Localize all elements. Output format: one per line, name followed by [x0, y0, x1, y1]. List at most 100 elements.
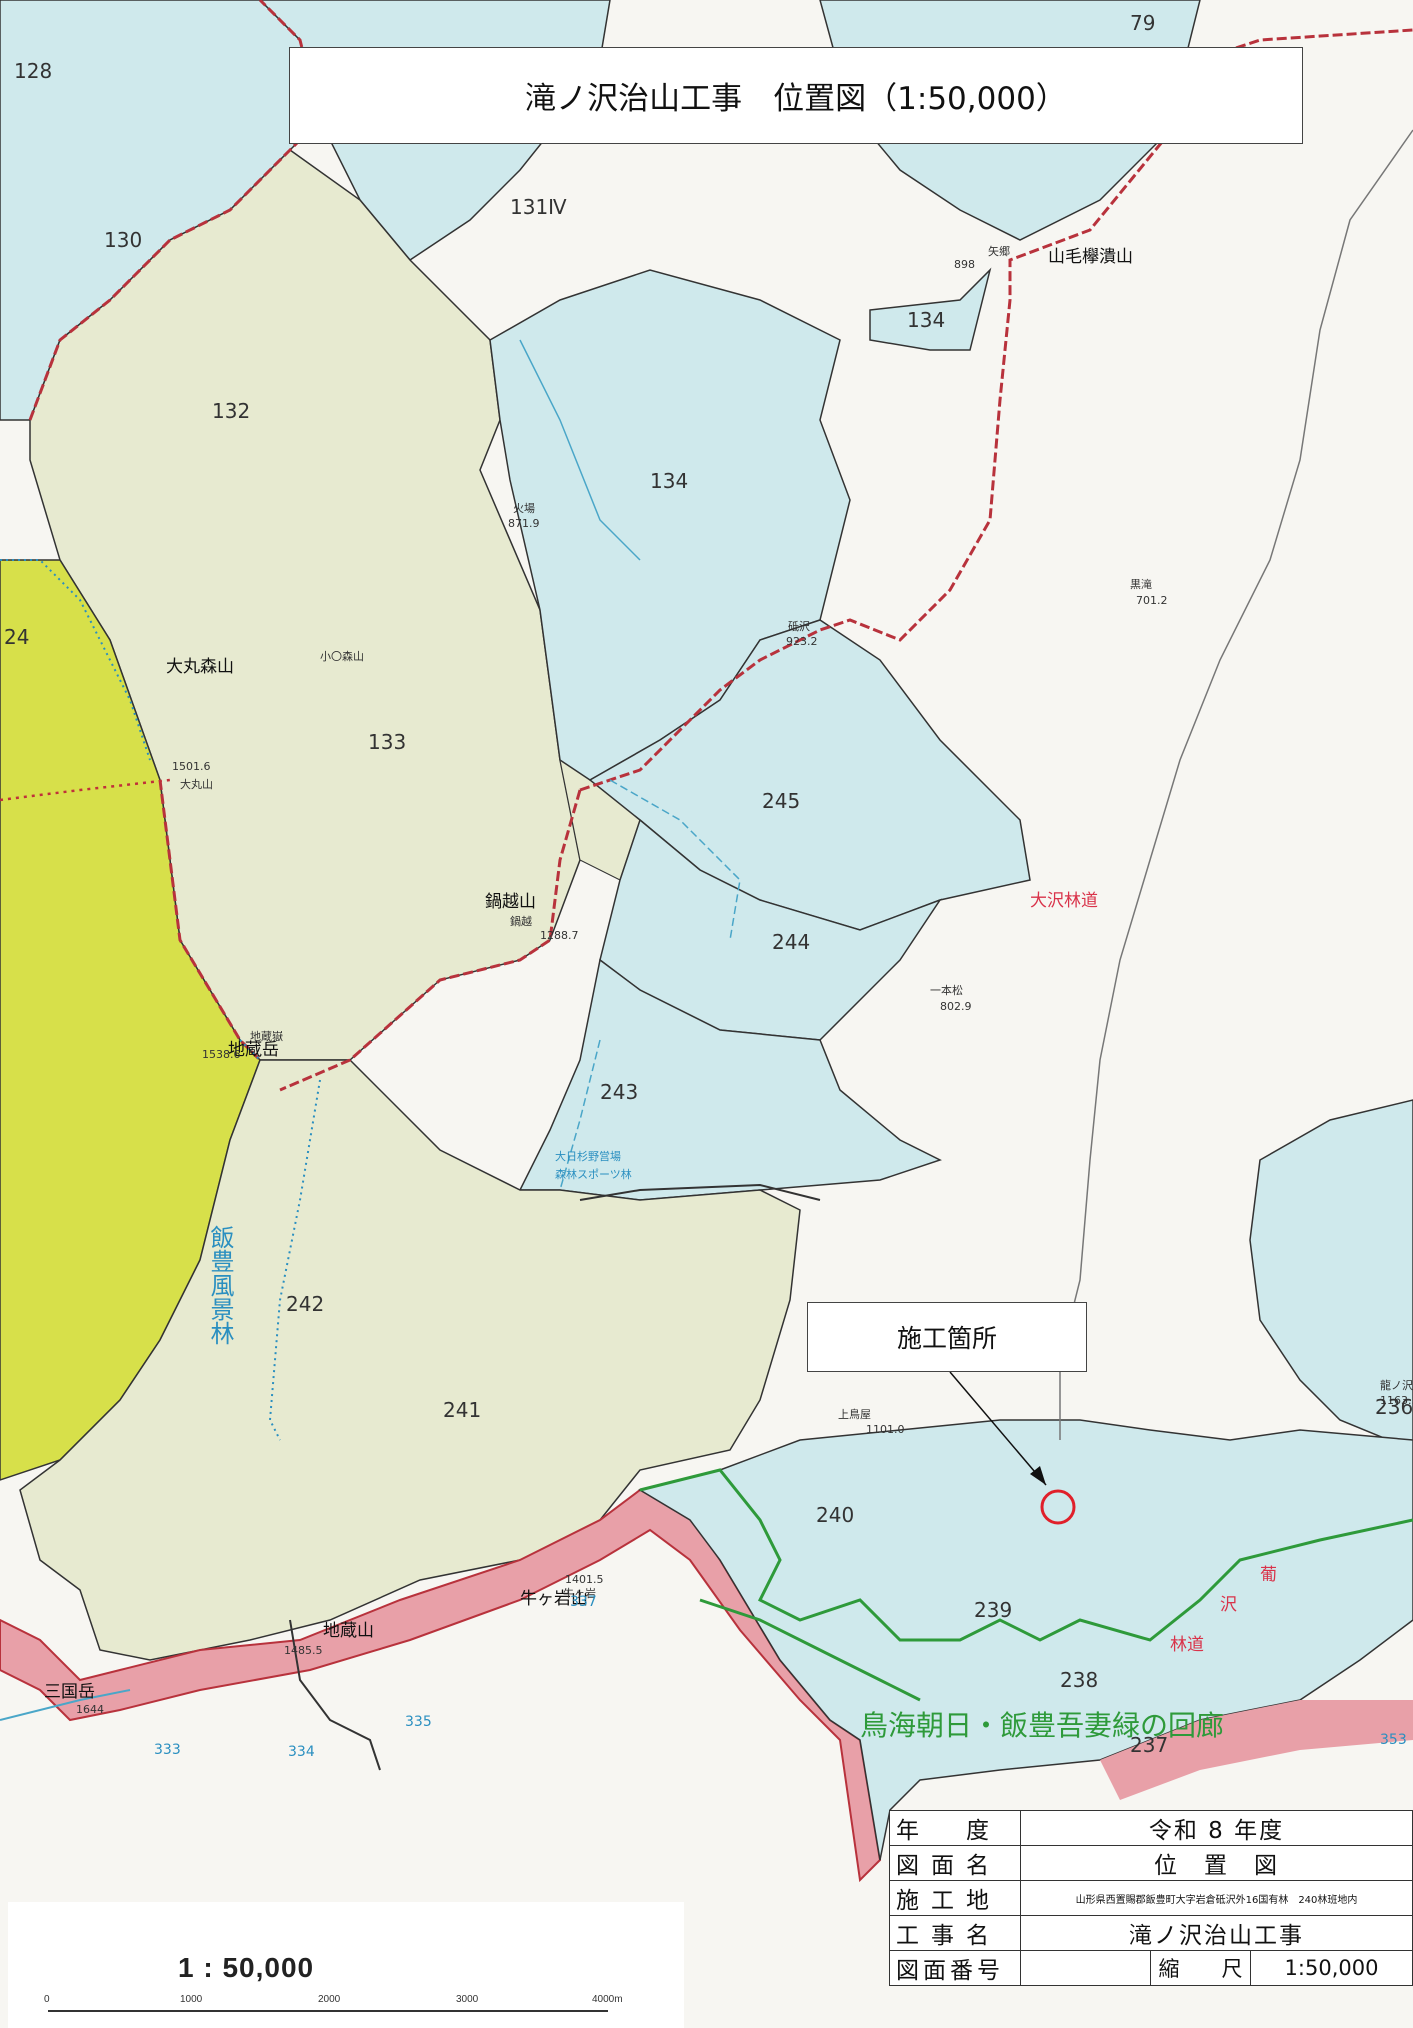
peak-elevation: 871.9 [508, 517, 540, 530]
peak-label: 黒滝 [1130, 578, 1152, 591]
peak-label: 牛ヶ岩山 [520, 1589, 588, 1609]
peak-label: 三国岳 [44, 1682, 95, 1702]
scale-tick-label: 3000 [456, 1994, 479, 2005]
compartment-label: 244 [772, 930, 810, 954]
peak-elevation: 701.2 [1136, 594, 1168, 607]
peak-label: 牛ヶ岩 [563, 1586, 596, 1600]
road-line-2 [579, 1183, 821, 1201]
compartment-label: 134 [907, 308, 945, 332]
place-label: 林道 [1170, 1635, 1204, 1655]
title-block-key: 年 度 [889, 1810, 1021, 1846]
title-block-value: 滝ノ沢治山工事 [1020, 1915, 1413, 1951]
place-label: 森林スポーツ林 [555, 1167, 632, 1181]
title-block-row: 年 度 令和 8 年度 [889, 1810, 1413, 1846]
scale-bar: 1 : 50,000 0 1000 2000 3000 4000m [8, 1902, 684, 2028]
peak-elevation: 923.2 [786, 635, 818, 648]
peak-elevation: 1288.7 [540, 929, 579, 942]
scale-bar-line [48, 2010, 608, 2012]
compartment-label: 237 [1130, 1733, 1168, 1757]
place-label: 山毛欅潰山 [1048, 247, 1133, 267]
scale-tick-label: 1000 [180, 1994, 203, 2005]
title-block-key: 工事名 [889, 1915, 1021, 1951]
peak-label: 地蔵嶽 [250, 1030, 283, 1043]
title-block-row: 工事名 滝ノ沢治山工事 [889, 1915, 1413, 1951]
compartment-label: 238 [1060, 1668, 1098, 1692]
place-label: 鳥海朝日・飯豊吾妻緑の回廊 [860, 1709, 1224, 1742]
area-number: 337 [570, 1594, 597, 1610]
scale-tick-label: 0 [44, 1994, 50, 2005]
peak-label: 矢郷 [988, 244, 1010, 258]
title-block-value: 山形県西置賜郡飯豊町大字岩倉砥沢外16国有林 240林班地内 [1020, 1880, 1413, 1916]
site-callout-label: 施工箇所 [807, 1302, 1087, 1372]
peak-label: 大丸山 [180, 777, 213, 791]
peak-elevation: 1644 [76, 1703, 104, 1716]
peak-label: 鍋越山 [485, 892, 536, 912]
scale-tick-label: 2000 [318, 1994, 341, 2005]
stream-line-2 [609, 779, 741, 941]
compartment-label: 128 [14, 59, 52, 83]
place-label: 飯豊風景林 [206, 1225, 234, 1345]
compartment-label: 242 [286, 1292, 324, 1316]
scale-label: 縮 尺 [1150, 1950, 1251, 1986]
peak-elevation: 1101.0 [866, 1423, 905, 1436]
compartment-label: 240 [816, 1503, 854, 1527]
peak-elevation: 1485.5 [284, 1644, 323, 1657]
green-corridor-line [639, 1468, 1413, 1642]
red-boundary-line-3 [279, 789, 582, 1092]
compartment-label: 134 [650, 469, 688, 493]
title-block-row: 図面名 位 置 図 [889, 1845, 1413, 1881]
title-block-row: 施工地 山形県西置賜郡飯豊町大字岩倉砥沢外16国有林 240林班地内 [889, 1880, 1413, 1916]
blue-dotted-line-1 [268, 1079, 321, 1441]
peak-label: 大丸森山 [166, 657, 234, 677]
compartment-label: 24 [4, 625, 29, 649]
place-label: 大日杉野営場 [555, 1149, 621, 1163]
pink-band-right [1100, 1700, 1413, 1800]
place-label: 小〇森山 [320, 649, 364, 663]
map-title: 滝ノ沢治山工事 位置図（1:50,000） [289, 47, 1303, 144]
place-label: 葡 [1260, 1565, 1277, 1585]
compartment-label: 239 [974, 1598, 1012, 1622]
peak-label: 龍ノ沢 [1380, 1378, 1413, 1392]
scale-ratio: 1 : 50,000 [178, 1952, 315, 1983]
compartment-134-small-area [869, 267, 992, 351]
area-number: 333 [154, 1742, 181, 1758]
compartment-label: 245 [762, 789, 800, 813]
peak-label: 一本松 [930, 983, 963, 997]
area-number: 353 [1380, 1732, 1407, 1748]
compartment-label: 241 [443, 1398, 481, 1422]
peak-label: 上鳥屋 [838, 1407, 871, 1421]
road-line-3 [289, 1619, 381, 1771]
title-block-table: 年 度 令和 8 年度 図面名 位 置 図 施工地 山形県西置賜郡飯豊町大字岩倉… [889, 1810, 1413, 1986]
scale-tick-label: 4000m [592, 1994, 623, 2005]
peak-elevation: 1401.5 [565, 1573, 604, 1586]
stream-line-4 [0, 1689, 131, 1721]
peak-elevation: 898 [954, 258, 975, 271]
peak-label: 鍋越 [510, 914, 532, 928]
peak-label: 砥沢 [788, 619, 810, 633]
stream-line-3 [559, 1039, 601, 1191]
place-label: 大沢林道 [1030, 891, 1098, 911]
title-block-key: 施工地 [889, 1880, 1021, 1916]
peak-elevation: 1163.5 [1380, 1394, 1413, 1407]
peak-label: 地蔵山 [323, 1621, 374, 1641]
compartment-label: 236 [1375, 1395, 1413, 1419]
title-block-row: 図面番号 縮 尺 1:50,000 [889, 1950, 1413, 1986]
compartment-label: 79 [1130, 11, 1155, 35]
callout-leader-line [949, 1371, 1047, 1486]
compartment-241-242-area [19, 1059, 801, 1661]
title-block-value: 位 置 図 [1020, 1845, 1413, 1881]
compartment-label: 132 [212, 399, 250, 423]
title-block-value [1020, 1950, 1151, 1986]
compartment-label: 243 [600, 1080, 638, 1104]
title-block-value: 令和 8 年度 [1020, 1810, 1413, 1846]
compartment-243-area [518, 958, 942, 1201]
title-block-key: 図面名 [889, 1845, 1021, 1881]
green-corridor-line-2 [699, 1598, 921, 1702]
compartment-label: 130 [104, 228, 142, 252]
peak-label: 火場 [513, 502, 535, 515]
callout-arrowhead [1030, 1466, 1046, 1485]
peak-label: 地蔵岳 [228, 1040, 279, 1060]
peak-elevation: 1538.6 [202, 1048, 241, 1061]
compartment-label: 133 [368, 730, 406, 754]
